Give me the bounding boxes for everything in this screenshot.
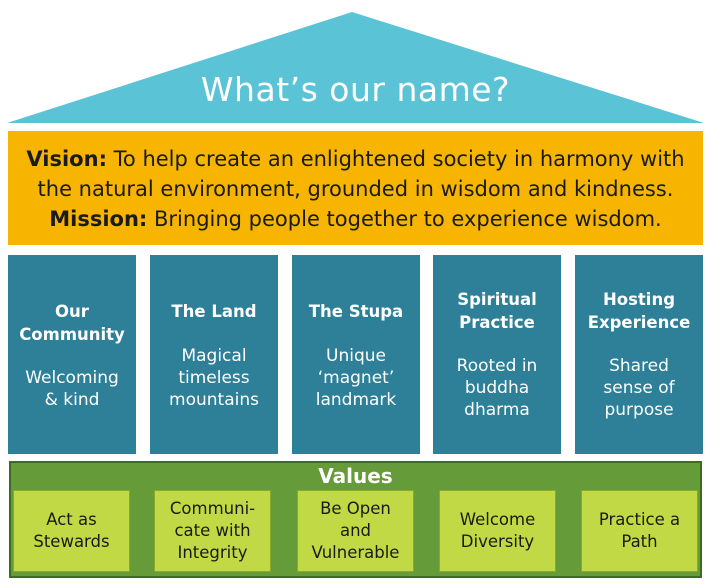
value-be-open-and-vulnerable: Be Open and Vulnerable [297, 490, 414, 572]
pillar-title: Our Community [19, 302, 125, 344]
value-label: Communi- cate with Integrity [169, 499, 256, 562]
value-label: Act as Stewards [33, 510, 110, 551]
pillar-title: Spiritual Practice [457, 290, 537, 332]
pillar-hosting-experience: Hosting Experience Shared sense of purpo… [575, 255, 703, 454]
pillar-spiritual-practice: Spiritual Practice Rooted in buddha dhar… [433, 255, 561, 454]
pillar-description: Rooted in buddha dharma [456, 356, 538, 420]
pillar-description: Welcoming & kind [25, 368, 119, 410]
vision-mission-banner: Vision: To help create an enlightened so… [8, 131, 703, 245]
pillar-title: The Stupa [308, 302, 404, 321]
pillar-description: Shared sense of purpose [603, 356, 675, 420]
vision-text: To help create an enlightened society in… [37, 147, 685, 201]
values-title: Values [318, 464, 393, 488]
value-welcome-diversity: Welcome Diversity [439, 490, 556, 572]
mission-label: Mission: [49, 207, 148, 231]
mission-text: Bringing people together to experience w… [154, 207, 662, 231]
value-label: Be Open and Vulnerable [311, 499, 400, 562]
pillar-the-land: The Land Magical timeless mountains [150, 255, 278, 454]
value-label: Welcome Diversity [459, 510, 536, 551]
pillar-the-stupa: The Stupa Unique ‘magnet’ landmark [292, 255, 420, 454]
pillar-description: Unique ‘magnet’ landmark [315, 346, 397, 410]
pillar-title: Hosting Experience [587, 290, 691, 332]
value-practice-a-path: Practice a Path [581, 490, 698, 572]
roof-triangle [7, 12, 704, 123]
pillar-description: Magical timeless mountains [169, 346, 259, 410]
pillar-title: The Land [171, 302, 257, 321]
mission-statement: Mission: Bringing people together to exp… [8, 204, 703, 234]
value-label: Practice a Path [598, 510, 681, 551]
vision-statement: Vision: To help create an enlightened so… [8, 144, 703, 204]
value-communicate-with-integrity: Communi- cate with Integrity [154, 490, 271, 572]
pillar-our-community: Our Community Welcoming & kind [8, 255, 136, 454]
vision-label: Vision: [26, 147, 107, 171]
roof-title: What’s our name? [200, 70, 511, 109]
value-act-as-stewards: Act as Stewards [13, 490, 130, 572]
